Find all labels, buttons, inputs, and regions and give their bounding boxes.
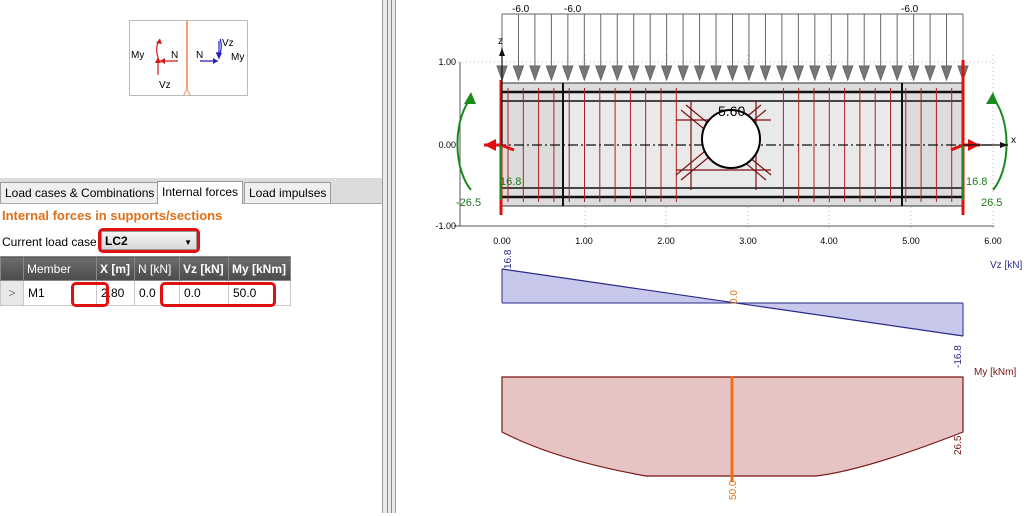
beam-model: 5.60 xyxy=(496,82,993,207)
axis-z-label: z xyxy=(498,36,503,47)
left-support: 16.8 -26.5 xyxy=(456,80,521,215)
x-tick-label: 6.00 xyxy=(984,236,1002,246)
sign-my-right: My xyxy=(231,52,244,63)
col-n[interactable]: N [kN] xyxy=(134,256,180,281)
model-viewport[interactable]: 1.00 0.00 -1.00 0.00 1.00 2.00 3.00 4.00… xyxy=(396,0,1033,513)
cell-member[interactable]: M1 xyxy=(23,280,97,306)
tab-load-cases[interactable]: Load cases & Combinations xyxy=(0,182,160,203)
sign-n-left: N xyxy=(171,50,178,61)
my-value-mid: 50.0 xyxy=(728,480,739,500)
vz-value-right: -16.8 xyxy=(953,345,964,368)
col-member[interactable]: Member xyxy=(23,256,97,281)
load-case-value: LC2 xyxy=(105,234,128,248)
vz-value-left: 16.8 xyxy=(503,249,514,269)
col-x[interactable]: X [m] xyxy=(96,256,135,281)
my-value-right: 26.5 xyxy=(953,435,964,455)
tab-internal-forces[interactable]: Internal forces xyxy=(157,181,244,204)
internal-forces-table: Member X [m] N [kN] Vz [kN] My [kNm] > M… xyxy=(0,256,291,306)
row-header-corner xyxy=(0,256,24,281)
tab-load-impulses[interactable]: Load impulses xyxy=(244,182,332,203)
right-moment-label: 26.5 xyxy=(981,197,1002,209)
y-tick-label: -1.00 xyxy=(435,221,456,231)
x-tick-label: 4.00 xyxy=(820,236,838,246)
x-tick-label: 0.00 xyxy=(493,236,511,246)
model-svg: 1.00 0.00 -1.00 0.00 1.00 2.00 3.00 4.00… xyxy=(435,4,1022,500)
sign-vz-right: Vz xyxy=(222,38,234,49)
my-diagram: My [kNm] 26.5 50.0 xyxy=(501,367,1016,500)
distributed-load: -6.0 -6.0 -6.0 xyxy=(496,4,969,82)
row-selector-icon[interactable]: > xyxy=(0,280,24,306)
cell-my[interactable]: 50.0 xyxy=(228,280,291,306)
x-tick-label: 5.00 xyxy=(902,236,920,246)
my-diagram-title: My [kNm] xyxy=(974,367,1016,378)
x-tick-label: 1.00 xyxy=(575,236,593,246)
y-tick-label: 1.00 xyxy=(438,57,456,67)
vz-diagram-title: Vz [kN] xyxy=(990,260,1022,271)
vz-value-mid: 0.0 xyxy=(729,290,740,304)
col-vz[interactable]: Vz [kN] xyxy=(179,256,229,281)
sign-n-right: N xyxy=(196,50,203,61)
cell-n[interactable]: 0.0 xyxy=(134,280,180,306)
vz-diagram: Vz [kN] 16.8 0.0 -16.8 xyxy=(501,249,1022,368)
load-case-label: Current load case xyxy=(2,235,97,249)
cell-vz[interactable]: 0.0 xyxy=(179,280,229,306)
right-reaction-label: 16.8 xyxy=(966,176,987,188)
left-reaction-label: 16.8 xyxy=(500,176,521,188)
load-label: -6.0 xyxy=(564,4,582,15)
tab-bar: Load cases & Combinations Internal force… xyxy=(0,178,382,204)
sign-convention-diagram: My N Vz N Vz My xyxy=(129,20,248,101)
axis-indicator: z x xyxy=(498,36,1016,148)
load-case-dropdown[interactable]: LC2 ▼ xyxy=(101,231,197,250)
col-my[interactable]: My [kNm] xyxy=(228,256,291,281)
sign-vz-left: Vz xyxy=(159,80,171,91)
sign-convention-svg: My N Vz N Vz My xyxy=(131,21,244,101)
dropdown-arrow-icon: ▼ xyxy=(184,238,192,247)
load-label: -6.0 xyxy=(901,4,919,15)
cell-x[interactable]: 2.80 xyxy=(96,280,135,306)
opening-dimension: 5.60 xyxy=(718,103,745,119)
section-title: Internal forces in supports/sections xyxy=(2,208,223,223)
x-tick-label: 3.00 xyxy=(739,236,757,246)
x-tick-label: 2.00 xyxy=(657,236,675,246)
splitter-line xyxy=(391,0,392,513)
right-support: 16.8 26.5 xyxy=(950,60,1008,215)
left-panel: My N Vz N Vz My Load cases & Combination… xyxy=(0,0,382,513)
splitter-line xyxy=(387,0,388,513)
y-tick-label: 0.00 xyxy=(438,140,456,150)
left-moment-label: -26.5 xyxy=(456,197,481,209)
table-row[interactable]: > M1 2.80 0.0 0.0 50.0 xyxy=(0,280,291,306)
axis-x-label: x xyxy=(1011,135,1016,146)
panel-splitter[interactable] xyxy=(382,0,396,513)
load-label: -6.0 xyxy=(512,4,530,15)
sign-my-left: My xyxy=(131,50,144,61)
